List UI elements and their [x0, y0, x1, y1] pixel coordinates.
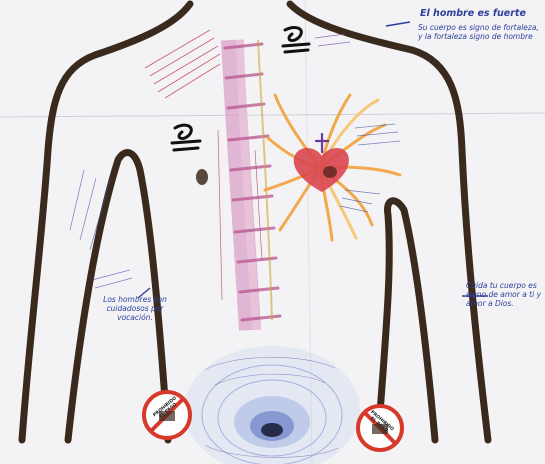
right-arm-note: Cuida tu cuerpo es signo de amor a ti y … — [466, 282, 542, 309]
strength-title: El hombre es fuerte — [420, 8, 540, 19]
strength-body: Su cuerpo es signo de fortaleza, y la fo… — [418, 24, 540, 42]
spine-drawing — [218, 40, 280, 330]
water-swirl — [184, 346, 360, 464]
right-inner-arm-outline — [378, 201, 435, 440]
paper-fold — [0, 113, 545, 117]
chest-symbol-drawing — [172, 125, 200, 150]
ink-blot — [196, 169, 208, 185]
arrow-strength — [386, 22, 410, 26]
left-arm-note: Los hombres son cuidadosos por vocación. — [100, 296, 170, 323]
left-shoulder-writing — [145, 30, 220, 98]
